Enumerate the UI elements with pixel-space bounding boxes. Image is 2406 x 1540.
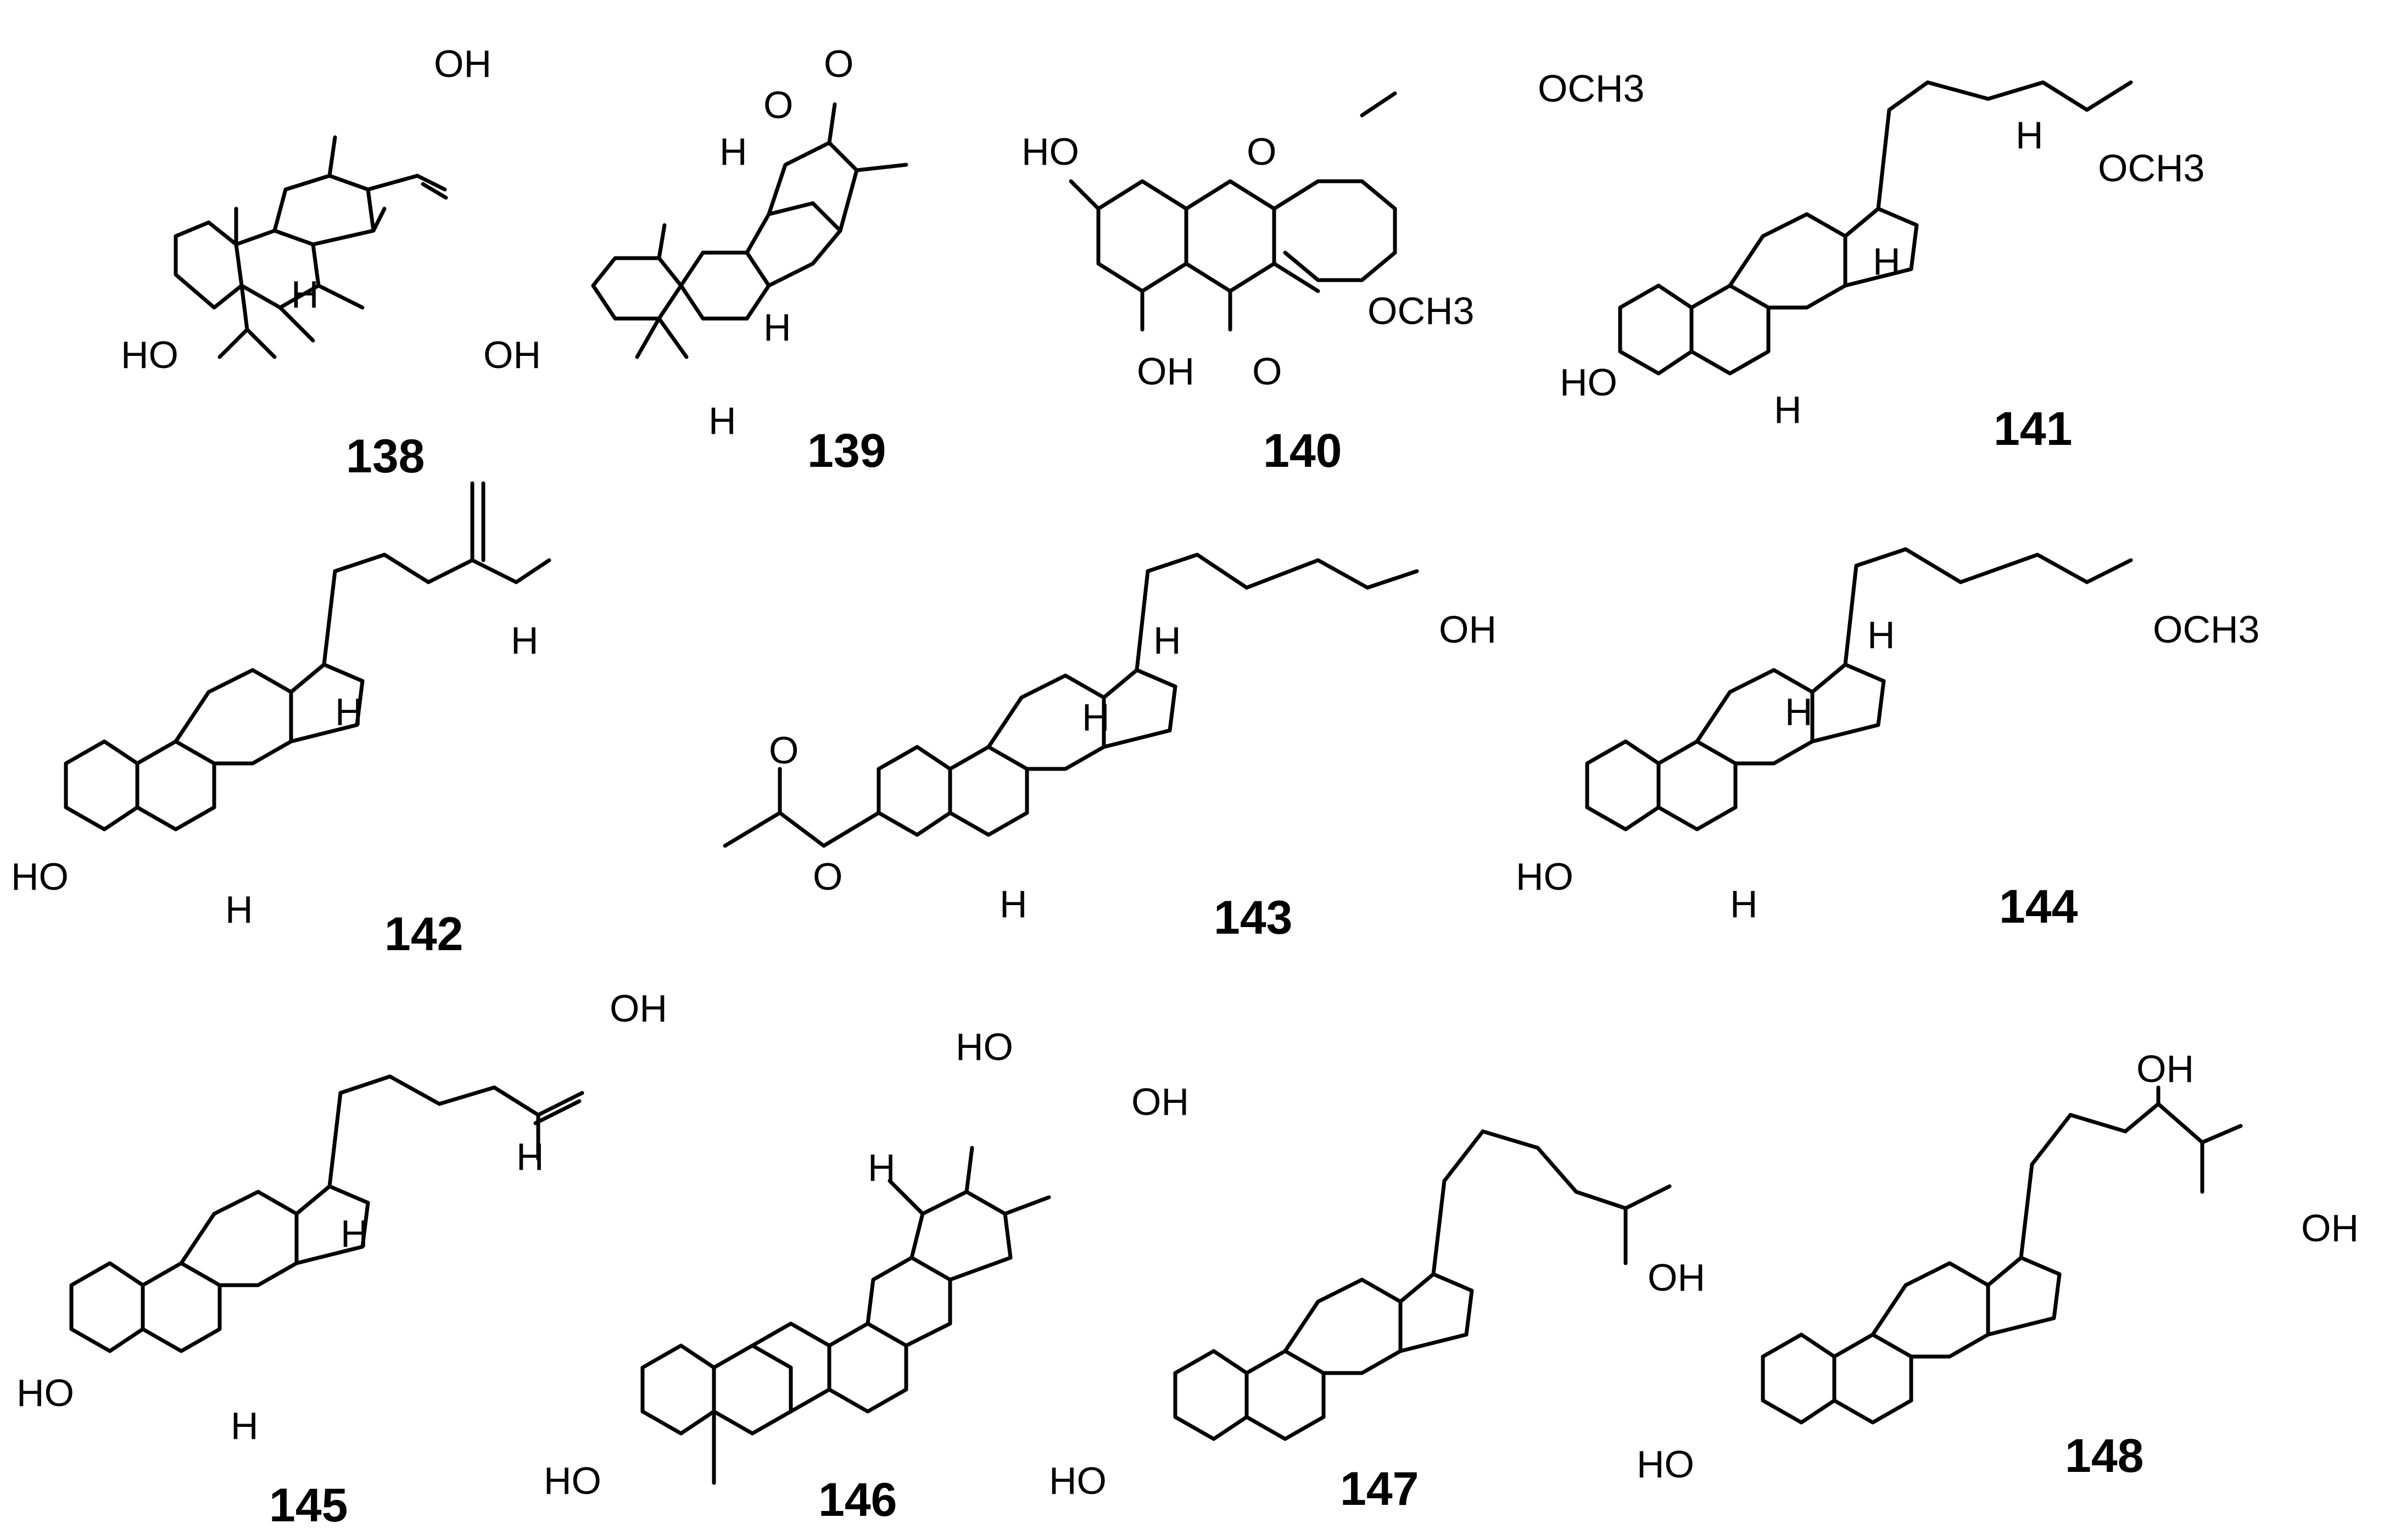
compound-id: 148 <box>2065 1430 2144 1482</box>
structure-148: OH OH HO 148 <box>1637 1047 2359 1486</box>
structure-140: OCH3 HO O OCH3 OH O 140 <box>1021 67 1644 477</box>
atom-label: H <box>511 619 539 662</box>
structure-143: OH H O H O H 143 <box>723 553 1497 944</box>
atom-label: H <box>1873 240 1901 283</box>
skeleton-140 <box>1069 91 1397 332</box>
atom-label: H <box>225 888 253 931</box>
atom-label: H <box>2016 114 2044 157</box>
skeleton-143 <box>723 553 1419 848</box>
skeleton-146 <box>640 1146 1051 1485</box>
atom-label: HO <box>1560 361 1617 404</box>
atom-label: O <box>769 729 799 772</box>
structure-138: OH HO H OH 138 <box>121 42 541 483</box>
skeleton-139 <box>591 102 908 359</box>
atom-label: H <box>516 1135 544 1178</box>
atom-label: HO <box>1516 855 1573 898</box>
atom-label: O <box>813 855 842 898</box>
compound-id: 142 <box>384 908 464 961</box>
atom-label: H <box>1774 388 1802 431</box>
atom-label: H <box>335 690 363 733</box>
structure-146: HO OH H HO 146 <box>544 1025 1189 1526</box>
atom-label: H <box>763 306 791 349</box>
atom-label: O <box>1247 130 1276 173</box>
compound-id: 143 <box>1214 891 1293 944</box>
atom-label: H <box>340 1212 369 1255</box>
structure-139: O O H H H 139 <box>591 42 908 477</box>
atom-label: H <box>231 1404 259 1447</box>
compound-id: 140 <box>1263 425 1342 477</box>
atom-label: H <box>708 399 736 442</box>
atom-label: OH <box>2301 1207 2359 1249</box>
skeleton-147 <box>1173 1129 1672 1441</box>
skeleton-142 <box>64 481 551 832</box>
structure-142: H H HO H 142 <box>11 481 551 961</box>
atom-label: H <box>1730 883 1758 925</box>
atom-label: H <box>1000 883 1028 925</box>
skeleton-145 <box>69 1074 584 1353</box>
compound-id: 138 <box>346 430 425 483</box>
atom-label: HO <box>956 1025 1013 1068</box>
atom-label: O <box>824 42 853 85</box>
atom-label: H <box>1082 696 1110 739</box>
skeleton-148 <box>1761 1085 2243 1425</box>
compound-id: 147 <box>1340 1463 1419 1515</box>
atom-label: HO <box>1637 1443 1694 1486</box>
atom-label: OCH3 <box>1538 67 1644 110</box>
compound-id: 144 <box>1999 880 2078 933</box>
skeleton-144 <box>1585 547 2133 832</box>
atom-label: OH <box>1137 350 1194 393</box>
atom-label: OCH3 <box>1367 289 1474 332</box>
atom-label: H <box>868 1146 896 1189</box>
atom-label: H <box>291 273 319 316</box>
atom-label: HO <box>1049 1459 1107 1502</box>
atom-label: OH <box>1439 608 1497 651</box>
compound-id: 145 <box>269 1479 348 1532</box>
compound-id: 141 <box>1994 403 2073 455</box>
atom-label: H <box>1867 613 1895 656</box>
atom-label: O <box>763 83 793 126</box>
atom-label: H <box>719 130 747 173</box>
compound-id: 139 <box>807 425 886 477</box>
atom-label: OCH3 <box>2098 147 2204 189</box>
structure-147: OH HO 147 <box>1049 1129 1705 1515</box>
structure-145: OH H H HO H 145 <box>16 987 667 1532</box>
atom-label: HO <box>121 333 178 376</box>
atom-label: HO <box>11 855 69 898</box>
skeleton-138 <box>174 135 448 359</box>
atom-label: OH <box>434 42 492 85</box>
skeleton-141 <box>1618 80 2133 376</box>
structure-141: H OCH3 H HO H 141 <box>1560 80 2204 455</box>
atom-label: OCH3 <box>2153 608 2259 651</box>
structure-144: OCH3 H H HO H 144 <box>1516 547 2259 933</box>
atom-label: OH <box>2136 1047 2194 1090</box>
atom-label: OH <box>610 987 667 1030</box>
atom-label: OH <box>1131 1080 1189 1123</box>
atom-label: HO <box>16 1371 74 1414</box>
atom-label: OH <box>483 333 541 376</box>
atom-label: H <box>1785 690 1813 733</box>
atom-label: OH <box>1648 1256 1705 1299</box>
atom-label: H <box>1153 619 1181 662</box>
atom-label: HO <box>1021 130 1079 173</box>
atom-label: HO <box>544 1459 601 1502</box>
atom-label: O <box>1252 350 1282 393</box>
compound-id: 146 <box>818 1474 897 1526</box>
